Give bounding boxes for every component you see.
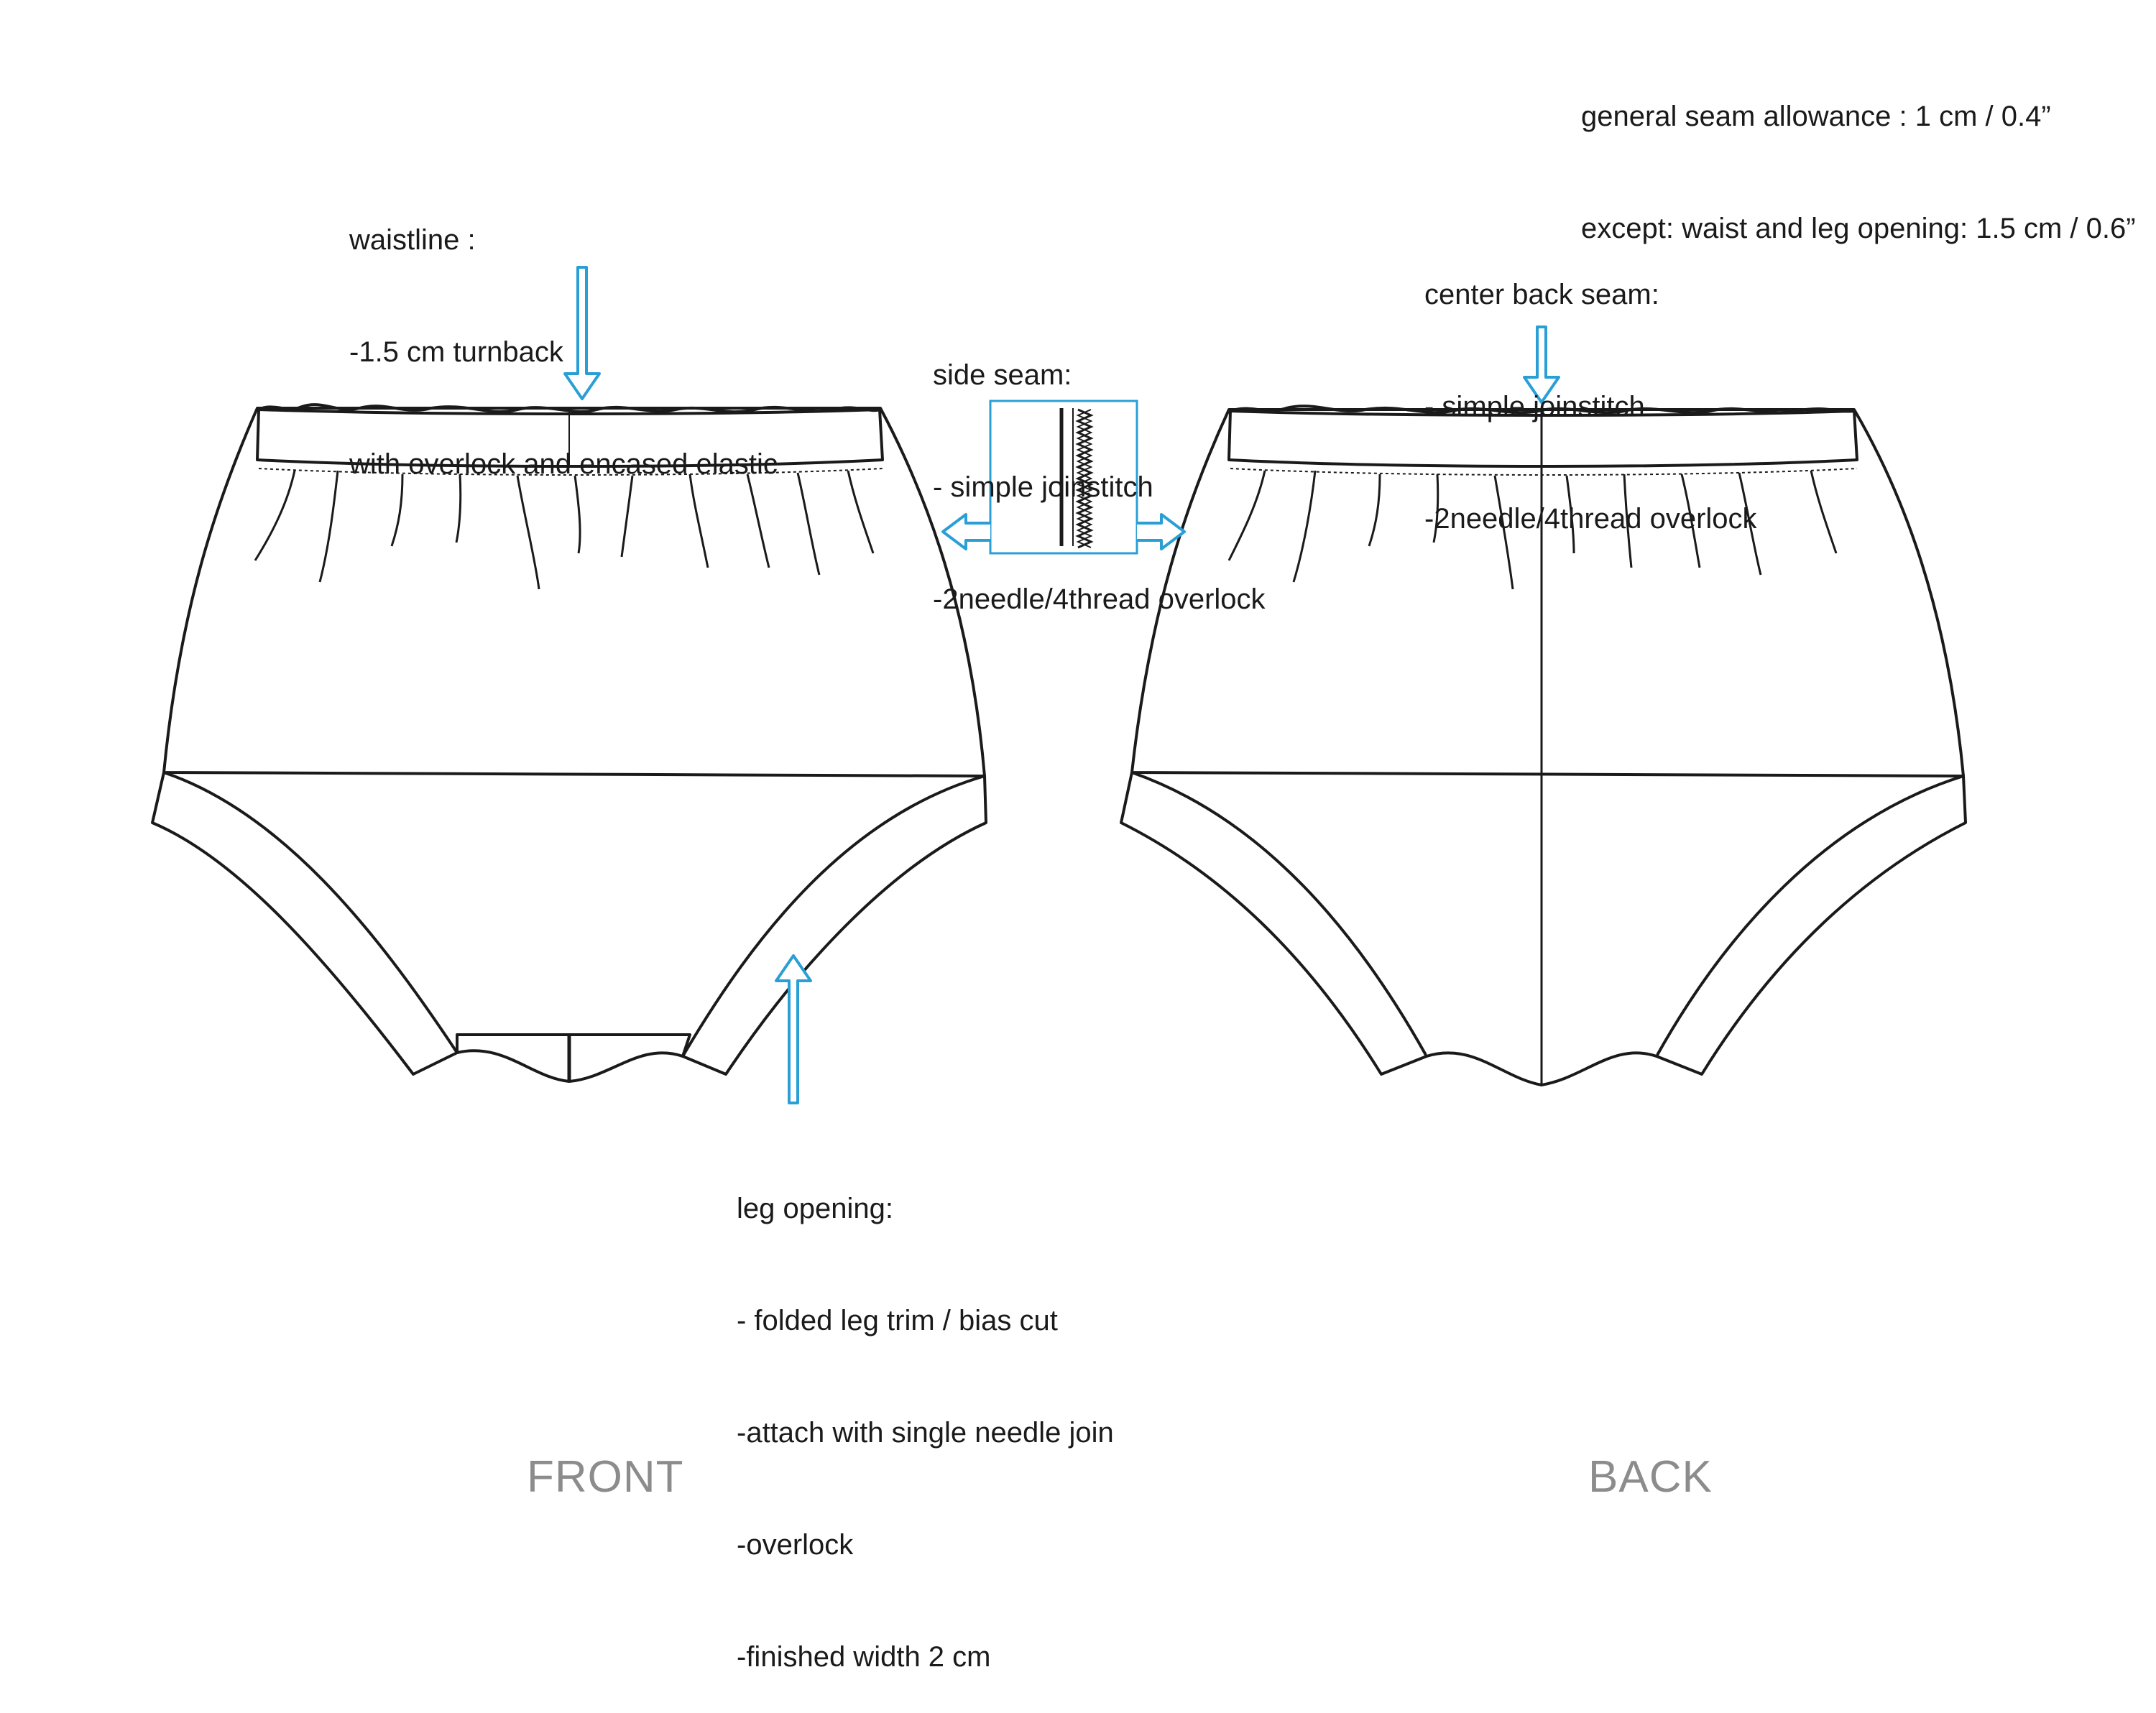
leg-opening-line1: - folded leg trim / bias cut — [737, 1305, 1058, 1336]
overlock-stitch — [1075, 408, 1094, 549]
seam-allowance-note: general seam allowance : 1 cm / 0.4” exc… — [1581, 23, 2136, 285]
back-gathers — [1227, 470, 1838, 590]
seam-detail-box — [989, 400, 1138, 555]
waistline-line2: with overlock and encased elastic — [349, 448, 778, 480]
back-right-leg-trim — [1655, 775, 1967, 1076]
leg-opening-arrow-icon — [775, 954, 812, 1104]
back-waistband — [1227, 410, 1858, 468]
center-back-seam-title: center back seam: — [1424, 279, 1659, 310]
leg-opening-line3: -overlock — [737, 1529, 854, 1561]
overlock-stitch-b — [1076, 409, 1093, 548]
front-waist-stitch — [258, 468, 883, 476]
side-seam-line1: - simple joinstitch — [933, 471, 1153, 503]
center-back-seam-line2: -2needle/4thread overlock — [1424, 503, 1757, 535]
seam-allowance-line1: general seam allowance : 1 cm / 0.4” — [1581, 101, 2051, 132]
front-gathers — [254, 470, 875, 590]
seam-allowance-line2: except: waist and leg opening: 1.5 cm / … — [1581, 213, 2136, 244]
technical-flat-drawing — [151, 266, 1967, 1104]
center-back-arrow-icon — [1523, 325, 1560, 404]
side-seam-detail — [941, 400, 1186, 555]
center-back-seam-line1: - simple joinstitch — [1424, 391, 1645, 423]
waistline-note: waistline : -1.5 cm turnback with overlo… — [349, 147, 778, 520]
side-seam-line2: -2needle/4thread overlock — [933, 583, 1266, 615]
leg-opening-line2: -attach with single needle join — [737, 1417, 1114, 1449]
back-view-label: BACK — [1588, 1452, 1713, 1502]
waistline-line1: -1.5 cm turnback — [349, 336, 563, 368]
front-waistband-top — [258, 403, 880, 414]
side-seam-note: side seam: - simple joinstitch -2needle/… — [933, 282, 1266, 655]
front-left-leg-trim — [151, 771, 459, 1076]
leg-opening-note: leg opening: - folded leg trim / bias cu… — [737, 1115, 1114, 1713]
waistline-arrow-icon — [563, 266, 601, 400]
front-garment — [151, 403, 987, 1083]
arrow-right-icon — [1137, 513, 1186, 550]
leg-opening-title: leg opening: — [737, 1193, 893, 1224]
side-seam-title: side seam: — [933, 359, 1072, 391]
back-left-leg-trim — [1120, 771, 1428, 1076]
front-right-leg-trim — [681, 775, 987, 1076]
front-view-label: FRONT — [527, 1452, 684, 1502]
front-crotch — [456, 1033, 691, 1083]
back-garment — [1120, 405, 1967, 1086]
waistline-title: waistline : — [349, 224, 476, 256]
leg-opening-line4: -finished width 2 cm — [737, 1641, 991, 1673]
center-back-seam-note: center back seam: - simple joinstitch -2… — [1424, 201, 1757, 575]
arrow-left-icon — [941, 513, 990, 550]
